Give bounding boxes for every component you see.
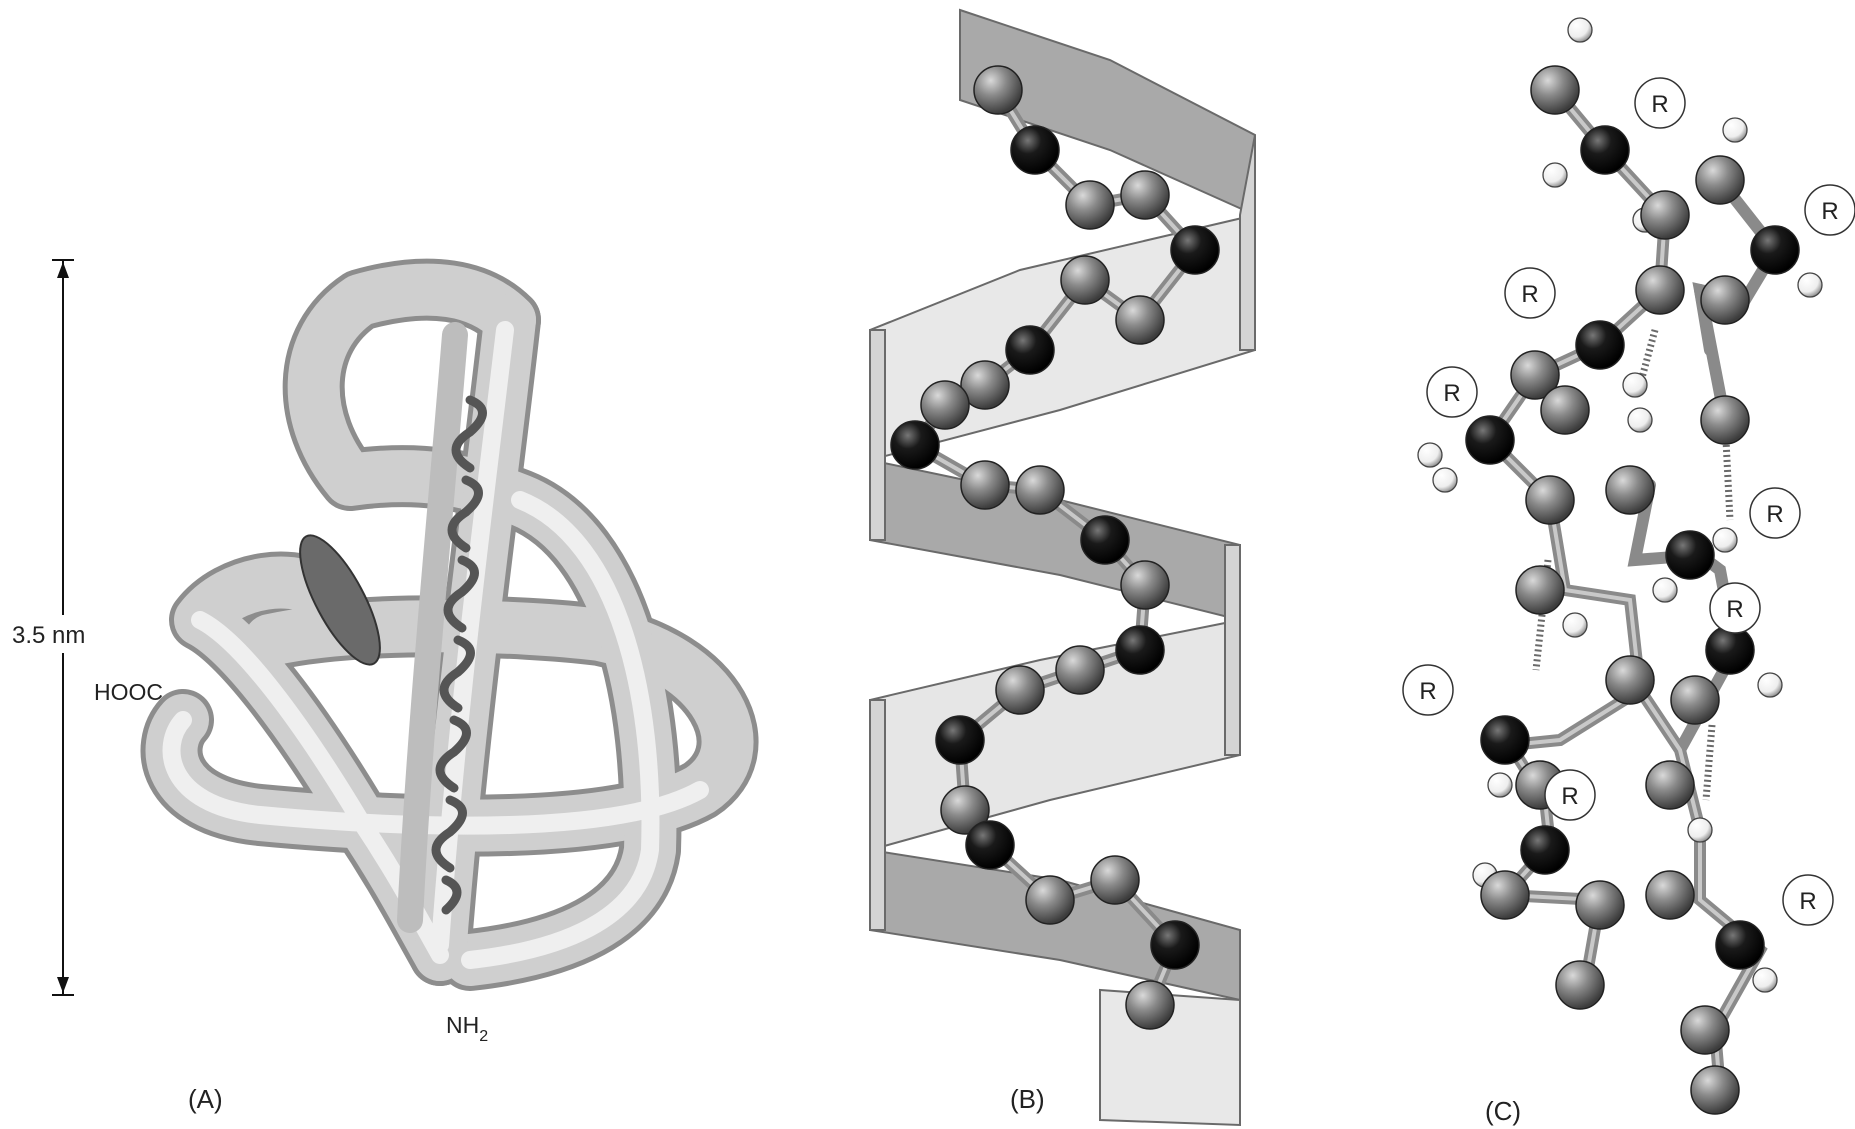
carbon-atom (1636, 266, 1684, 314)
panel-c-label: (C) (1485, 1096, 1521, 1126)
nitrogen-atom (1151, 921, 1199, 969)
carbon-atom (1026, 876, 1074, 924)
panel-b: (B) (870, 10, 1255, 1125)
hydrogen-atom (1568, 18, 1592, 42)
carbon-atom (1641, 191, 1689, 239)
carbon-atom (1556, 961, 1604, 1009)
panel-b-label: (B) (1010, 1084, 1045, 1114)
hydrogen-atom (1563, 613, 1587, 637)
nitrogen-atom (936, 716, 984, 764)
carbon-atom (1541, 386, 1589, 434)
panel-a-label: (A) (188, 1084, 223, 1114)
svg-text:R: R (1726, 596, 1743, 623)
hydrogen-atom (1433, 468, 1457, 492)
carbon-atom (996, 666, 1044, 714)
hydrogen-atom (1543, 163, 1567, 187)
nitrogen-atom (891, 421, 939, 469)
carbon-atom (1691, 1066, 1739, 1114)
hydrogen-atom (1488, 773, 1512, 797)
carbon-atom (1646, 871, 1694, 919)
side-chain-r: R (1783, 875, 1833, 925)
carbon-atom (1646, 761, 1694, 809)
carbon-atom (961, 461, 1009, 509)
hydrogen-atom (1798, 273, 1822, 297)
nitrogen-atom (1006, 326, 1054, 374)
nitrogen-atom (1171, 226, 1219, 274)
carbon-atom (1016, 466, 1064, 514)
nitrogen-atom (1716, 921, 1764, 969)
carbon-atom (1516, 566, 1564, 614)
nitrogen-atom (1081, 516, 1129, 564)
svg-text:R: R (1419, 678, 1436, 705)
hydrogen-atom (1713, 528, 1737, 552)
side-chain-r: R (1635, 78, 1685, 128)
carbon-atom (1121, 171, 1169, 219)
carbon-atom (1061, 256, 1109, 304)
svg-text:R: R (1821, 198, 1838, 225)
nitrogen-atom (1581, 126, 1629, 174)
side-chain-r: R (1750, 488, 1800, 538)
carbon-atom (1531, 66, 1579, 114)
svg-text:R: R (1766, 501, 1783, 528)
svg-text:R: R (1651, 91, 1668, 118)
carbon-atom (1066, 181, 1114, 229)
carbon-atom (1701, 396, 1749, 444)
carbon-atom (1671, 676, 1719, 724)
nitrogen-atom (1011, 126, 1059, 174)
hydrogen-atom (1418, 443, 1442, 467)
n-terminus-label: NH2 (446, 1012, 488, 1045)
nitrogen-atom (1751, 226, 1799, 274)
scale-label: 3.5 nm (12, 622, 85, 649)
carbon-atom (1526, 476, 1574, 524)
hydrogen-atom (1623, 373, 1647, 397)
nitrogen-atom (1576, 321, 1624, 369)
svg-text:R: R (1521, 281, 1538, 308)
hydrogen-atom (1723, 118, 1747, 142)
side-chain-r: R (1545, 770, 1595, 820)
carbon-atom (1576, 881, 1624, 929)
carbon-atom (1696, 156, 1744, 204)
carbon-atom (974, 66, 1022, 114)
carbon-atom (1126, 981, 1174, 1029)
nitrogen-atom (1116, 626, 1164, 674)
nitrogen-atom (1666, 531, 1714, 579)
panel-a: 3.5 nm (8, 260, 728, 1114)
carbon-atom (1056, 646, 1104, 694)
svg-text:R: R (1561, 783, 1578, 810)
nitrogen-atom (1521, 826, 1569, 874)
carbon-atom (921, 381, 969, 429)
side-chain-r: R (1427, 367, 1477, 417)
carbon-atom (1091, 856, 1139, 904)
side-chain-r: R (1805, 185, 1855, 235)
side-chain-r: R (1710, 583, 1760, 633)
carbon-atom (1121, 561, 1169, 609)
hydrogen-atom (1688, 818, 1712, 842)
hydrogen-atom (1628, 408, 1652, 432)
svg-text:R: R (1443, 380, 1460, 407)
side-chain-r: R (1505, 268, 1555, 318)
c-terminus-label: HOOC (94, 679, 163, 705)
svg-text:R: R (1799, 888, 1816, 915)
carbon-atom (1681, 1006, 1729, 1054)
panel-c: R R R R R R R (1403, 18, 1855, 1126)
nitrogen-atom (966, 821, 1014, 869)
carbon-atom (1116, 296, 1164, 344)
side-chain-r: R (1403, 665, 1453, 715)
carbon-atom (1606, 466, 1654, 514)
carbon-atom (1701, 276, 1749, 324)
carbon-atom (1481, 871, 1529, 919)
nitrogen-atom (1466, 416, 1514, 464)
hydrogen-atom (1753, 968, 1777, 992)
hydrogen-atom (1653, 578, 1677, 602)
carbon-atom (1606, 656, 1654, 704)
hydrogen-atom (1758, 673, 1782, 697)
nitrogen-atom (1481, 716, 1529, 764)
